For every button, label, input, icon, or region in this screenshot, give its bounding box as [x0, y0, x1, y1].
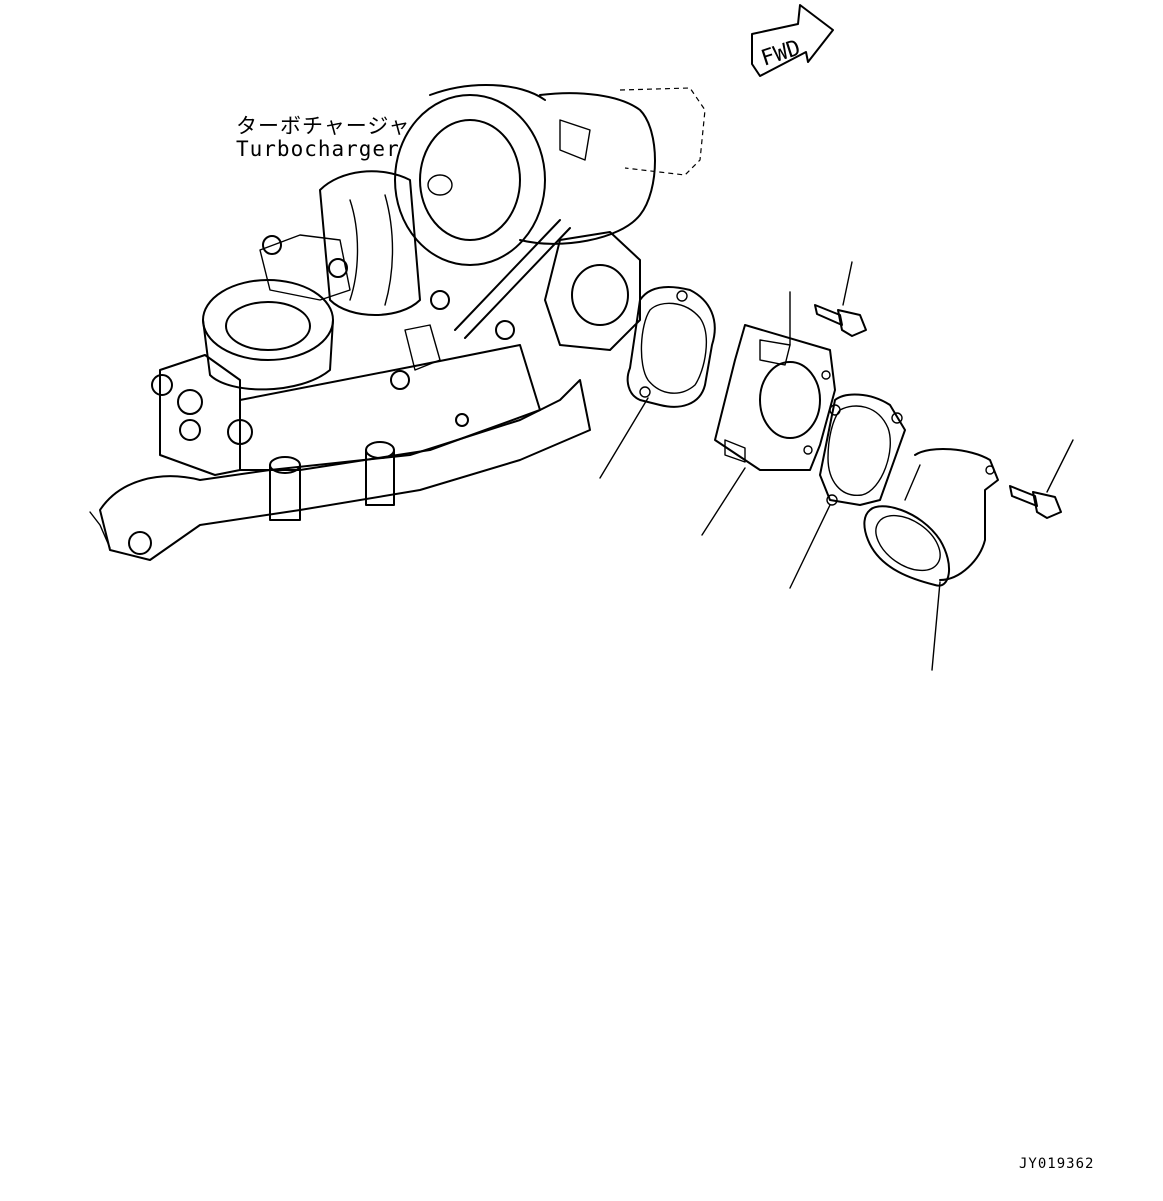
bolt-lower [1009, 439, 1074, 519]
gasket-2 [789, 393, 906, 589]
turbocharger-label-en: Turbocharger [236, 137, 400, 161]
turbocharger-assembly [89, 84, 706, 561]
turbocharger-label-jp: ターボチャージャ [236, 114, 411, 138]
drawing-code: JY019362 [1019, 1156, 1095, 1172]
spacer-plate [701, 324, 836, 536]
outlet-elbow [863, 447, 999, 671]
bolt-upper [789, 261, 867, 346]
fwd-arrow-icon: FWD [751, 4, 834, 77]
gasket-1 [599, 286, 716, 479]
